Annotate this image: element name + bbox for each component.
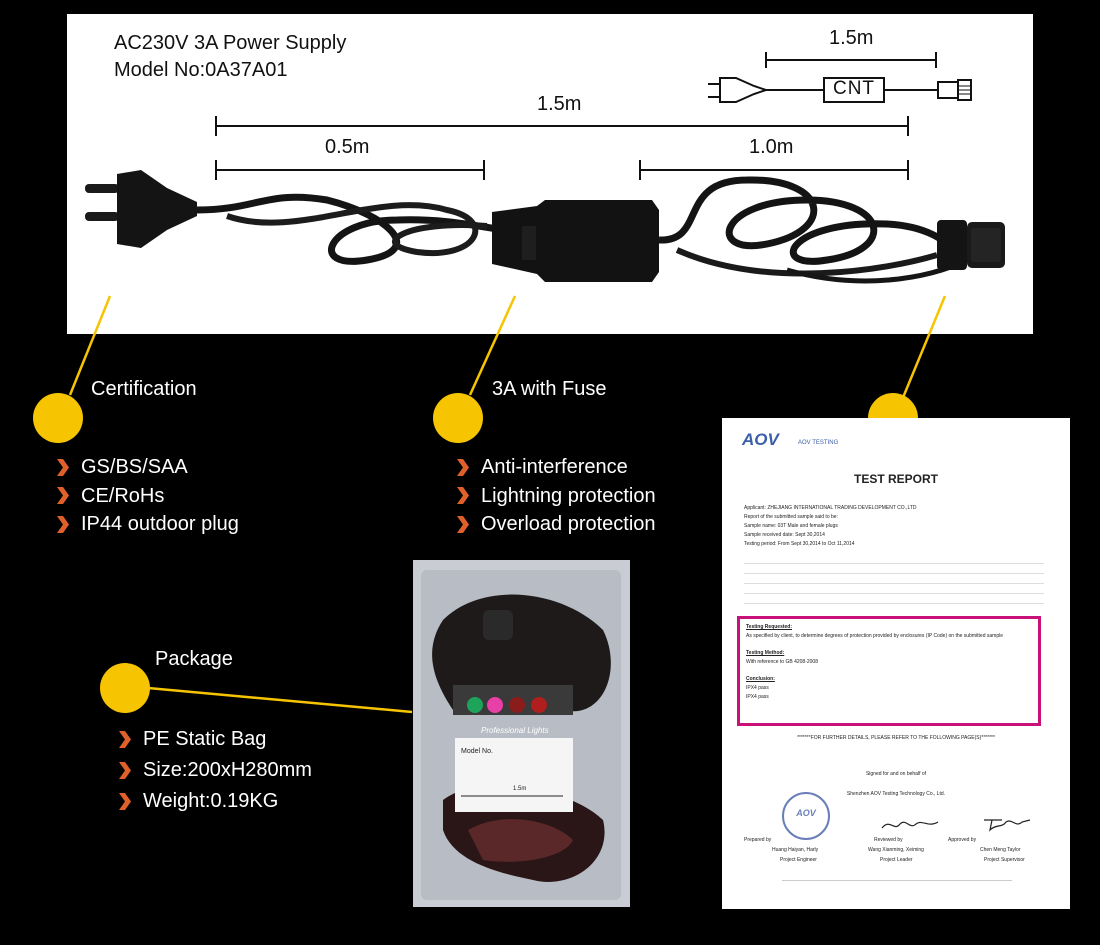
product-title: AC230V 3A Power Supply [114,32,347,54]
product-panel [67,14,1033,134]
list-item: GS/BS/SAA [56,453,239,482]
package-list: PE Static Bag Size:200xH280mm Weight:0.1… [118,724,312,817]
chevron-right-icon [119,762,131,779]
bag-label-length: 1.5m [513,786,527,792]
cable-schematic [708,52,972,103]
report-person-2: Wang Xianming, Xeiming [868,847,924,853]
list-item: Anti-interference [456,453,656,482]
report-brand-sub: AOV TESTING [798,440,839,446]
chevron-right-icon [57,458,69,476]
schematic-length-label: 1.5m [829,27,874,49]
report-title-3: Project Supervisor [984,857,1025,863]
report-title-1: Project Engineer [780,857,817,863]
chevron-right-icon [457,515,469,533]
bag-label-model: Model No. [461,748,493,755]
report-brand-logo: AOV [742,430,779,449]
product-model: Model No:0A37A01 [114,59,288,81]
report-title-2: Project Leader [880,857,913,863]
list-item: Weight:0.19KG [118,786,312,817]
chevron-right-icon [57,487,69,505]
certification-dot [33,393,83,443]
list-item: IP44 outdoor plug [56,510,239,539]
power-cable-image [85,170,1005,284]
report-seal: AOV [782,792,830,840]
schematic-box-label: CNT [832,78,876,99]
fuse-list: Anti-interference Lightning protection O… [456,453,656,539]
dimension-total-label: 1.5m [537,93,582,115]
chevron-right-icon [457,458,469,476]
report-company: Shenzhen AOV Testing Technology Co., Ltd… [846,791,946,797]
certification-list: GS/BS/SAA CE/RoHs IP44 outdoor plug [56,453,239,539]
fuse-heading: 3A with Fuse [492,378,607,400]
list-item: CE/RoHs [56,482,239,511]
report-role-approved: Approved by [948,837,977,843]
bag-image [413,560,630,907]
chevron-right-icon [119,793,131,810]
report-role-reviewed: Reviewed by [874,837,903,843]
report-person-1: Huang Haiyan, Harly [772,847,819,853]
fuse-dot [433,393,483,443]
chevron-right-icon [119,731,131,748]
report-info-lines [744,554,1044,610]
reviewer-signature [881,821,939,829]
chevron-right-icon [457,487,469,505]
report-signed-line: Signed for and on behalf of [865,771,927,777]
report-footer-band [782,880,1012,897]
list-item: Overload protection [456,510,656,539]
chevron-right-icon [57,515,69,533]
report-footer-note: *******FOR FURTHER DETAILS, PLEASE REFER… [797,735,995,741]
report-highlight-box: Testing Requested: As specified by clien… [737,616,1041,726]
report-person-3: Chen Meng Taylor [980,847,1021,853]
package-photo: Professional Lights Model No. 1.5m [413,560,630,907]
dimension-plug-label: 0.5m [325,136,370,158]
package-heading: Package [155,648,233,670]
test-report-document: AOV AOV TESTING TEST REPORT Applicant: Z… [722,418,1070,909]
list-item: PE Static Bag [118,724,312,755]
certification-heading: Certification [91,378,197,400]
report-role-prepared: Prepared by [744,837,772,843]
dimension-lines [215,116,909,180]
report-info: Applicant: ZHEJIANG INTERNATIONAL TRADIN… [744,505,917,547]
approver-signature [984,819,1031,832]
dimension-tail-label: 1.0m [749,136,794,158]
report-title: TEST REPORT [853,472,938,486]
list-item: Lightning protection [456,482,656,511]
package-dot [100,663,150,713]
list-item: Size:200xH280mm [118,755,312,786]
bag-brand-label: Professional Lights [481,726,549,735]
